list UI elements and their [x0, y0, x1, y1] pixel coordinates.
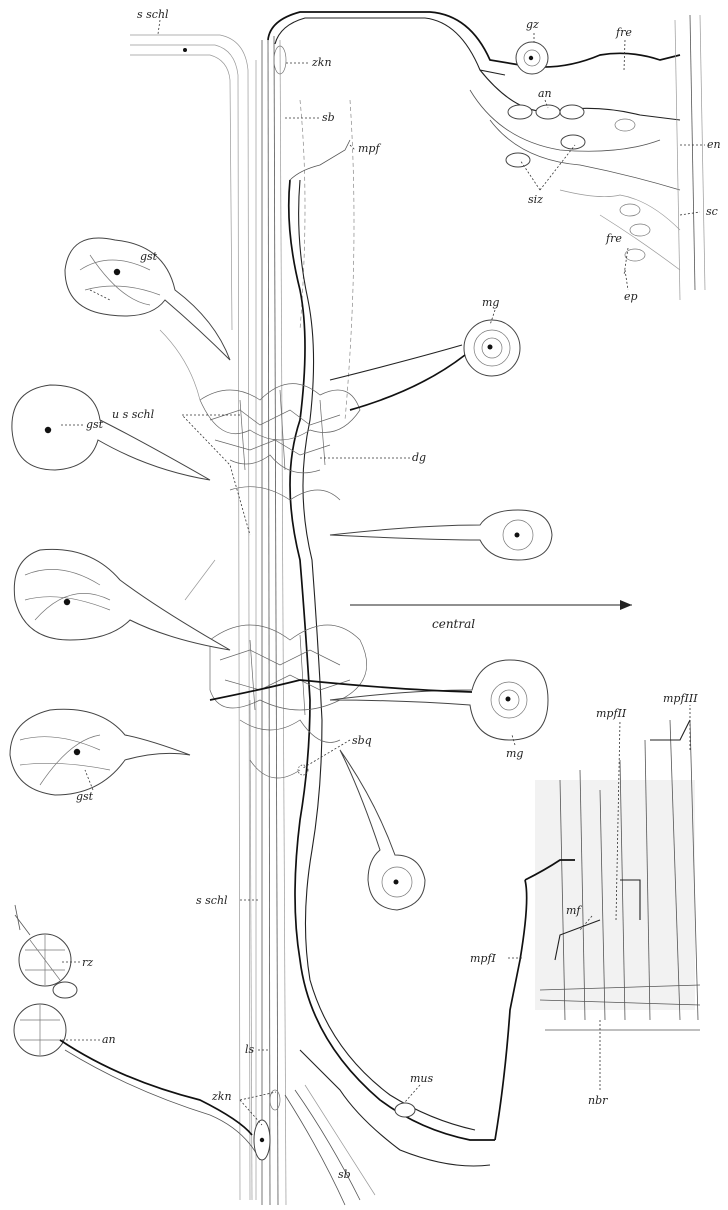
zkn-nucleus-top [183, 46, 286, 74]
label-sc: sc [706, 205, 718, 218]
label-ls: ls [245, 1043, 255, 1056]
label-dg: dg [412, 451, 426, 464]
label-gz: gz [526, 18, 539, 31]
label-mpf: mpf [358, 142, 381, 155]
zkn-nucleus-bottom [254, 1090, 280, 1160]
label-s-schl-mid: s schl [196, 894, 228, 907]
label-s-schl-top: s schl [137, 8, 169, 21]
label-mpfI: mpfI [470, 952, 497, 965]
label-sbq: sbq [352, 734, 372, 747]
label-mg-2: mg [506, 747, 523, 760]
label-mg-1: mg [482, 296, 499, 309]
label-sb-top: sb [322, 111, 335, 124]
right-ganglion-cells [210, 320, 552, 910]
label-mpfIII: mpfIII [663, 692, 698, 705]
label-sb-bottom: sb [338, 1168, 351, 1181]
label-gst-1: gst [140, 250, 158, 263]
label-fre-top: fre [615, 26, 632, 39]
label-gst-2: gst [86, 418, 104, 431]
label-ep: ep [624, 290, 638, 303]
label-central: central [432, 617, 475, 631]
left-ganglion-cells [10, 238, 230, 795]
label-mpfII: mpfII [596, 707, 627, 720]
mus-cell [395, 1103, 415, 1117]
label-fre-bottom: fre [605, 232, 622, 245]
label-nbr: nbr [588, 1094, 608, 1107]
label-en: en [707, 138, 721, 151]
label-mf: mf [566, 904, 582, 917]
muscle-fibres [525, 705, 700, 1030]
epithelium-region [506, 15, 705, 300]
label-rz: rz [82, 956, 93, 969]
bottom-left-cells [14, 905, 260, 1160]
label-mus: mus [410, 1072, 434, 1085]
label-zkn-bottom: zkn [211, 1090, 232, 1103]
label-u-s-schl: u s schl [112, 408, 155, 421]
central-arrow [350, 600, 632, 610]
label-gst-3: gst [76, 790, 94, 803]
label-an-top: an [538, 87, 552, 100]
sb-bottom-fibres [285, 1085, 375, 1205]
label-an-bottom: an [102, 1033, 116, 1046]
label-zkn-top: zkn [311, 56, 332, 69]
label-siz: siz [528, 193, 543, 206]
